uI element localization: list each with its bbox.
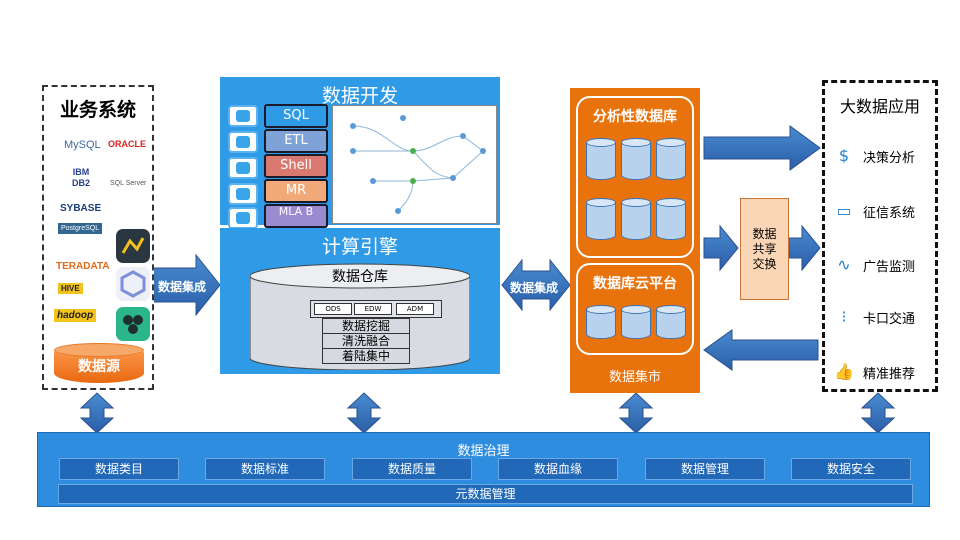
gov-item-quality[interactable]: 数据质量 bbox=[352, 458, 472, 480]
app-label: 卡口交通 bbox=[863, 311, 916, 327]
datasource-label: 数据源 bbox=[78, 359, 120, 375]
tool-mlab[interactable]: MLA B bbox=[264, 204, 328, 228]
db-cylinder bbox=[621, 138, 651, 180]
datasource-cylinder: 数据源 bbox=[54, 343, 144, 383]
tool-shell[interactable]: Shell bbox=[264, 154, 328, 178]
compute-engine-panel: 计算引擎 数据仓库 ODS EDW ADM 数据挖掘 清洗融合 着陆集中 bbox=[220, 228, 500, 374]
gov-item-management[interactable]: 数据管理 bbox=[645, 458, 765, 480]
share-line-2: 共享 bbox=[752, 241, 777, 256]
cloud-db-title: 数据库云平台 bbox=[593, 276, 677, 292]
layer-adm: ADM bbox=[396, 303, 434, 315]
arrow-share-to-apps bbox=[788, 224, 821, 272]
mysql-logo: MySQL bbox=[64, 139, 101, 151]
gov-item-security[interactable]: 数据安全 bbox=[791, 458, 911, 480]
data-governance-panel: 数据治理 数据类目 数据标准 数据质量 数据血缘 数据管理 数据安全 元数据管理 bbox=[37, 432, 930, 507]
list-tool-icon bbox=[228, 131, 258, 153]
tool-etl[interactable]: ETL bbox=[264, 129, 328, 153]
hexagon-app-icon bbox=[116, 267, 150, 301]
oracle-logo: ORACLE bbox=[108, 139, 146, 149]
cluster-app-icon bbox=[116, 307, 150, 341]
workflow-canvas[interactable] bbox=[332, 105, 497, 224]
app-decision-analysis[interactable]: $ 决策分析 bbox=[833, 143, 933, 169]
big-data-apps-title: 大数据应用 bbox=[839, 97, 920, 116]
app-label: 广告监测 bbox=[863, 259, 916, 275]
face-tool-icon bbox=[228, 207, 258, 229]
gov-item-lineage[interactable]: 数据血缘 bbox=[498, 458, 618, 480]
app-label: 征信系统 bbox=[863, 205, 916, 221]
step-landing: 着陆集中 bbox=[322, 348, 410, 364]
layer-edw: EDW bbox=[354, 303, 392, 315]
data-development-title: 数据开发 bbox=[321, 85, 398, 107]
app-label: 决策分析 bbox=[863, 150, 916, 166]
data-mart-panel: 分析性数据库 数据库云平台 数据集市 bbox=[570, 88, 700, 393]
cloud-db-panel: 数据库云平台 bbox=[576, 263, 694, 355]
tool-mr[interactable]: MR bbox=[264, 179, 328, 203]
data-mart-label: 数据集市 bbox=[608, 370, 661, 385]
app-precision-recommend[interactable]: 👍 精准推荐 bbox=[833, 359, 933, 385]
integration-label-right: 数据集成 bbox=[510, 281, 559, 295]
metadata-management[interactable]: 元数据管理 bbox=[58, 484, 913, 504]
share-line-3: 交换 bbox=[752, 256, 777, 271]
big-data-apps-panel: 大数据应用 $ 决策分析 ▭ 征信系统 ∿ 广告监测 ⁝ 卡口交通 👍 精准推荐 bbox=[822, 80, 938, 392]
arrow-apps-to-mart bbox=[703, 329, 819, 371]
pulse-monitor-icon: ∿ bbox=[837, 255, 851, 274]
sybase-logo: SYBASE bbox=[60, 203, 102, 214]
workflow-nodes bbox=[350, 115, 486, 214]
data-share-exchange-box: 数据 共享 交换 bbox=[740, 198, 789, 300]
db-cylinder bbox=[586, 198, 616, 240]
data-warehouse-label: 数据仓库 bbox=[332, 269, 388, 285]
db-cylinder bbox=[586, 305, 616, 339]
app-ad-monitoring[interactable]: ∿ 广告监测 bbox=[833, 252, 933, 278]
db-cylinder bbox=[656, 305, 686, 339]
gov-item-catalog[interactable]: 数据类目 bbox=[59, 458, 179, 480]
tool-sql[interactable]: SQL bbox=[264, 104, 328, 128]
layer-ods: ODS bbox=[314, 303, 352, 315]
hadoop-logo: hadoop bbox=[54, 309, 97, 322]
data-warehouse-cylinder: 数据仓库 ODS EDW ADM 数据挖掘 清洗融合 着陆集中 bbox=[250, 262, 470, 370]
db-cylinder bbox=[621, 305, 651, 339]
vertical-arrows bbox=[79, 392, 896, 434]
app-label: 精准推荐 bbox=[863, 366, 916, 382]
analytic-db-title: 分析性数据库 bbox=[593, 109, 677, 125]
integration-label-left: 数据集成 bbox=[158, 280, 207, 294]
arrow-to-share bbox=[703, 224, 739, 272]
sqlserver-logo: SQL Server bbox=[110, 180, 147, 187]
money-bag-icon: $ bbox=[838, 146, 850, 165]
step-cleansing: 清洗融合 bbox=[322, 333, 410, 349]
step-mining: 数据挖掘 bbox=[322, 318, 410, 334]
arrow-to-apps bbox=[703, 125, 821, 171]
gov-item-standard[interactable]: 数据标准 bbox=[205, 458, 325, 480]
db-cylinder bbox=[621, 198, 651, 240]
db-cylinder bbox=[586, 138, 616, 180]
ibm-db2-logo: IBM DB2 bbox=[71, 167, 90, 188]
database-tool-icon bbox=[228, 105, 258, 127]
data-governance-title: 数据治理 bbox=[457, 444, 510, 459]
postgresql-logo: PostgreSQL bbox=[58, 223, 103, 234]
thumbs-up-icon: 👍 bbox=[834, 362, 854, 381]
business-systems-title: 业务系统 bbox=[59, 99, 136, 121]
integration-arrow-left bbox=[151, 253, 221, 317]
share-tool-icon bbox=[228, 183, 258, 205]
terminal-tool-icon bbox=[228, 157, 258, 179]
traffic-light-icon: ⁝ bbox=[841, 307, 847, 326]
compute-engine-title: 计算引擎 bbox=[321, 236, 398, 258]
credit-card-icon: ▭ bbox=[836, 201, 852, 220]
teradata-logo: TERADATA bbox=[56, 261, 110, 272]
app-credit-system[interactable]: ▭ 征信系统 bbox=[833, 198, 933, 224]
analytic-db-panel: 分析性数据库 bbox=[576, 96, 694, 258]
app-traffic-checkpoint[interactable]: ⁝ 卡口交通 bbox=[833, 304, 933, 330]
share-line-1: 数据 bbox=[752, 226, 777, 241]
db-cylinder bbox=[656, 198, 686, 240]
business-systems-panel: 业务系统 MySQL ORACLE IBM DB2 SQL Server SYB… bbox=[42, 85, 154, 390]
db-cylinder bbox=[656, 138, 686, 180]
hive-logo: HIVE bbox=[58, 283, 83, 294]
chart-app-icon bbox=[116, 229, 150, 263]
